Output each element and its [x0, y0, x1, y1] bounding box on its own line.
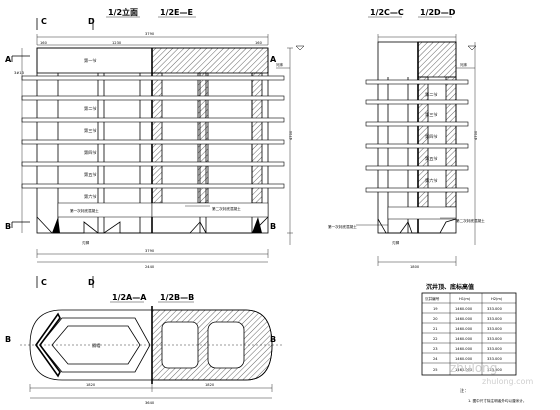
side-pour-label-1: 第一次封底混凝土: [328, 224, 357, 229]
plan-center-label: 隔墙: [92, 342, 100, 349]
table-row: 23 1460.000 333.000: [422, 347, 516, 354]
top-cap-hatch: [151, 47, 269, 74]
section-label-left-3: 第三节: [84, 127, 97, 134]
section-mark-c-bottom: C: [41, 278, 47, 287]
svg-text:333.000: 333.000: [487, 307, 503, 311]
section-label-left-6: 第六节: [84, 193, 97, 200]
svg-text:333.000: 333.000: [487, 357, 503, 361]
section-label-left-5: 第五节: [84, 171, 97, 178]
svg-text:333.000: 333.000: [487, 337, 503, 341]
side-dim-bottom: 1800: [410, 265, 420, 269]
section-mark-c-top: C: [41, 17, 47, 26]
dim-top-overall: 3790: [145, 32, 155, 36]
notes-label: 注：: [460, 387, 468, 394]
side-joints: [365, 79, 469, 193]
svg-text:19: 19: [433, 307, 438, 311]
section-label-left-2: 第二节: [84, 105, 97, 112]
section-mark-a: A: [5, 55, 12, 64]
svg-text:1460.000: 1460.000: [455, 327, 473, 331]
svg-text:333.000: 333.000: [487, 317, 503, 321]
svg-text:333.000: 333.000: [487, 368, 503, 372]
table-title: 沉井顶、底标高值: [426, 283, 474, 291]
section-mark-d-top: D: [88, 17, 95, 26]
dim-top-right: 160: [255, 41, 263, 45]
section-label-left-1: 第一节: [84, 57, 97, 64]
plan-view: 1/2A—A 1/2B—B B B 隔墙 1820 1820 3640: [5, 293, 282, 405]
blade-label: 刃脚: [82, 240, 90, 245]
table-header-h1: H1(m): [459, 297, 471, 301]
plan-dim-half-right: 1820: [205, 383, 215, 387]
svg-text:1460.000: 1460.000: [455, 357, 473, 361]
plan-mark-b-left: B: [5, 335, 11, 344]
section-joints: [21, 75, 285, 189]
svg-text:333.000: 333.000: [487, 347, 503, 351]
table-row: 20 1460.000 333.000: [422, 317, 516, 324]
dim-bottom: 3790: [145, 249, 155, 253]
dim-top-left: 160: [40, 41, 48, 45]
svg-text:333.000: 333.000: [487, 327, 503, 331]
svg-text:1460.000: 1460.000: [455, 307, 473, 311]
dim-height: 4700: [289, 130, 293, 140]
table-header-h2: H2(m): [491, 297, 503, 301]
plan-title-right: 1/2B—B: [160, 293, 194, 302]
side-pour-label-2: 第二次封底混凝土: [456, 218, 485, 223]
table-row: 22 1460.000 333.000: [422, 337, 516, 344]
table-header-id: 沉井编号: [425, 296, 440, 301]
side-section-label-6: 第六节: [425, 177, 438, 184]
section-label-left-4: 第四节: [84, 149, 97, 156]
plan-title-left: 1/2A—A: [112, 293, 147, 302]
svg-text:25: 25: [433, 368, 438, 372]
water-mark-front: 河床: [276, 62, 284, 67]
view-title-left: 1/2立面: [108, 7, 138, 17]
side-section-label-2: 第二节: [425, 91, 438, 98]
dim-base: 2440: [145, 265, 155, 269]
svg-text:1460.000: 1460.000: [455, 347, 473, 351]
side-blade-label: 刃脚: [392, 240, 400, 245]
table-row: 25 1460.000 333.000: [433, 368, 503, 372]
side-dim-height: 4700: [474, 130, 478, 140]
view-title-right: 1/2E—E: [160, 8, 193, 17]
side-section-label-5: 第五节: [425, 155, 438, 162]
svg-text:1460.000: 1460.000: [455, 368, 473, 372]
watermark-text-2: zhulong: [450, 361, 497, 375]
pour-label-2: 第二次封底混凝土: [212, 206, 241, 211]
plan-dim-overall: 3640: [145, 401, 155, 405]
side-view: 1/2C—C 1/2D—D 第二节 第三节 第四节 第五节 第六节 第一次封底混…: [328, 8, 485, 269]
section-mark-b: B: [5, 222, 11, 231]
dim-top-inner: 1230: [112, 41, 122, 45]
section-mark-d-bottom: D: [88, 278, 95, 287]
svg-text:20: 20: [433, 317, 438, 321]
svg-text:22: 22: [433, 337, 438, 341]
table-row: 19 1460.000 333.000: [422, 307, 516, 314]
svg-text:21: 21: [433, 327, 438, 331]
side-title-left: 1/2C—C: [370, 8, 404, 17]
table-row: 24 1460.000 333.000: [422, 357, 516, 364]
section-mark-b-right: B: [270, 222, 276, 231]
section-mark-a-right: A: [270, 55, 277, 64]
plan-dim-half-left: 1820: [86, 383, 96, 387]
side-water-mark: 河床: [460, 62, 468, 67]
notes-line-1: 1. 图中尺寸除注明者外均以厘米计。: [468, 398, 526, 403]
plan-mark-b-right: B: [270, 335, 276, 344]
front-view: C D 1/2立面 1/2E—E 3790 1230 160 160 A A: [5, 7, 305, 288]
svg-text:1460.000: 1460.000: [455, 337, 473, 341]
watermark-text-1: zhulong.com: [482, 377, 533, 386]
svg-text:1460.000: 1460.000: [455, 317, 473, 321]
side-section-label-4: 第四节: [425, 133, 438, 140]
side-title-right: 1/2D—D: [420, 8, 456, 17]
pour-label-1: 第一次封底混凝土: [70, 208, 99, 213]
svg-text:24: 24: [433, 357, 438, 361]
svg-text:23: 23: [433, 347, 438, 351]
side-section-label-3: 第三节: [425, 111, 438, 118]
elevation-table: 沉井顶、底标高值 沉井编号 H1(m) H2(m) 19 1460.000 33…: [421, 283, 517, 376]
level-left: 3#13: [14, 71, 24, 75]
table-row: 21 1460.000 333.000: [422, 327, 516, 334]
